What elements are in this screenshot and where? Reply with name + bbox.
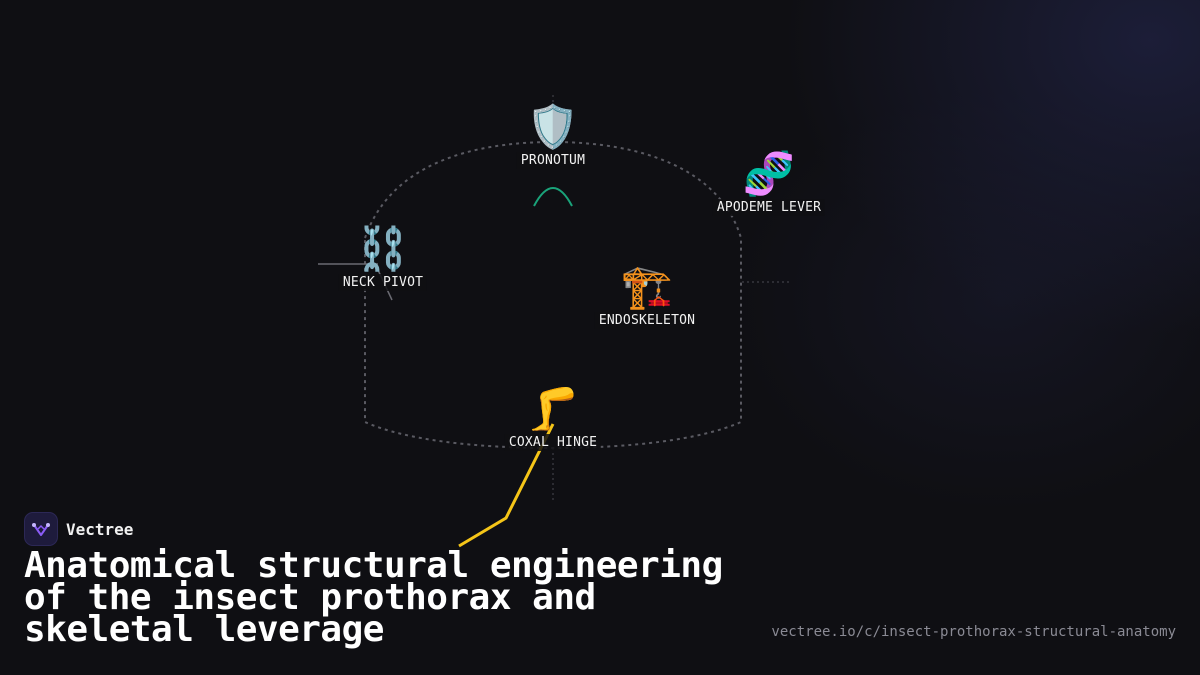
node-label-coxal-hinge: COXAL HINGE	[504, 434, 602, 451]
pronotum-arch	[533, 187, 573, 207]
node-pronotum: 🛡️ PRONOTUM	[516, 102, 590, 169]
source-url[interactable]: vectree.io/c/insect-prothorax-structural…	[771, 624, 1176, 640]
node-coxal-hinge: 🦵 COXAL HINGE	[504, 384, 602, 451]
node-label-pronotum: PRONOTUM	[516, 152, 590, 169]
page-title: Anatomical structural engineering of the…	[24, 545, 723, 650]
node-label-neck-pivot: NECK PIVOT	[338, 274, 428, 291]
node-label-apodeme-lever: APODEME LEVER	[712, 199, 826, 216]
node-neck-pivot: ⛓️ NECK PIVOT	[338, 224, 428, 291]
dna-icon: 🧬	[742, 149, 796, 198]
brand-name: Vectree	[66, 519, 134, 539]
leg-lever-line	[458, 423, 555, 548]
shield-icon: 🛡️	[526, 102, 580, 151]
node-endoskeleton: 🏗️ ENDOSKELETON	[594, 262, 700, 329]
branch-logo-icon	[24, 512, 58, 546]
node-apodeme-lever: 🧬 APODEME LEVER	[712, 149, 826, 216]
node-label-endoskeleton: ENDOSKELETON	[594, 312, 700, 329]
prothorax-outline	[364, 140, 742, 450]
crane-icon: 🏗️	[620, 262, 674, 311]
chain-icon: ⛓️	[356, 224, 410, 273]
brand: Vectree	[24, 512, 133, 546]
leg-icon: 🦵	[526, 384, 580, 433]
